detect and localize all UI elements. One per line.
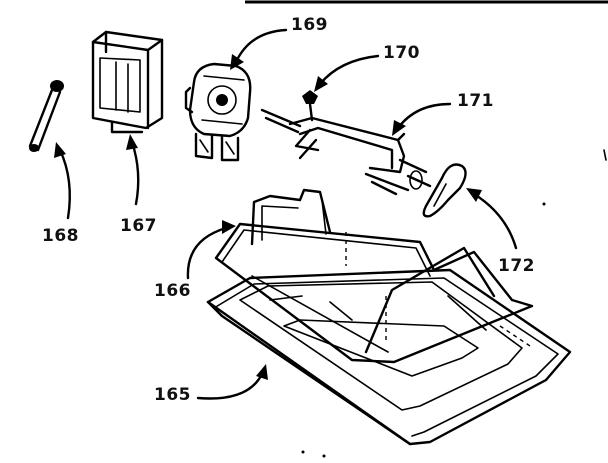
speck-mark (301, 450, 305, 454)
label-165: 165 (154, 385, 191, 405)
label-169: 169 (291, 15, 328, 35)
leader-165 (196, 364, 268, 400)
part-167-bracket (91, 30, 164, 134)
label-172: 172 (498, 256, 535, 276)
part-166-rack (214, 188, 534, 364)
speck-mark (322, 454, 326, 458)
leader-172 (466, 188, 518, 250)
label-168: 168 (42, 226, 79, 246)
part-165-pan (206, 268, 572, 446)
label-166: 166 (154, 281, 191, 301)
part-168-pin (28, 80, 64, 152)
label-167: 167 (120, 216, 157, 236)
leader-169 (230, 28, 288, 70)
leader-166 (186, 220, 236, 280)
label-170: 170 (383, 43, 420, 63)
part-169-motor (184, 62, 252, 162)
part-172-handle (406, 163, 467, 218)
leader-171 (392, 102, 452, 136)
leader-168 (54, 142, 71, 220)
label-171: 171 (457, 91, 494, 111)
leader-167 (126, 134, 140, 206)
speck-mark (542, 202, 546, 206)
part-170-screw (302, 90, 318, 122)
edge-mark (603, 149, 607, 161)
part-171-spit (260, 108, 428, 196)
leader-170 (314, 54, 380, 92)
